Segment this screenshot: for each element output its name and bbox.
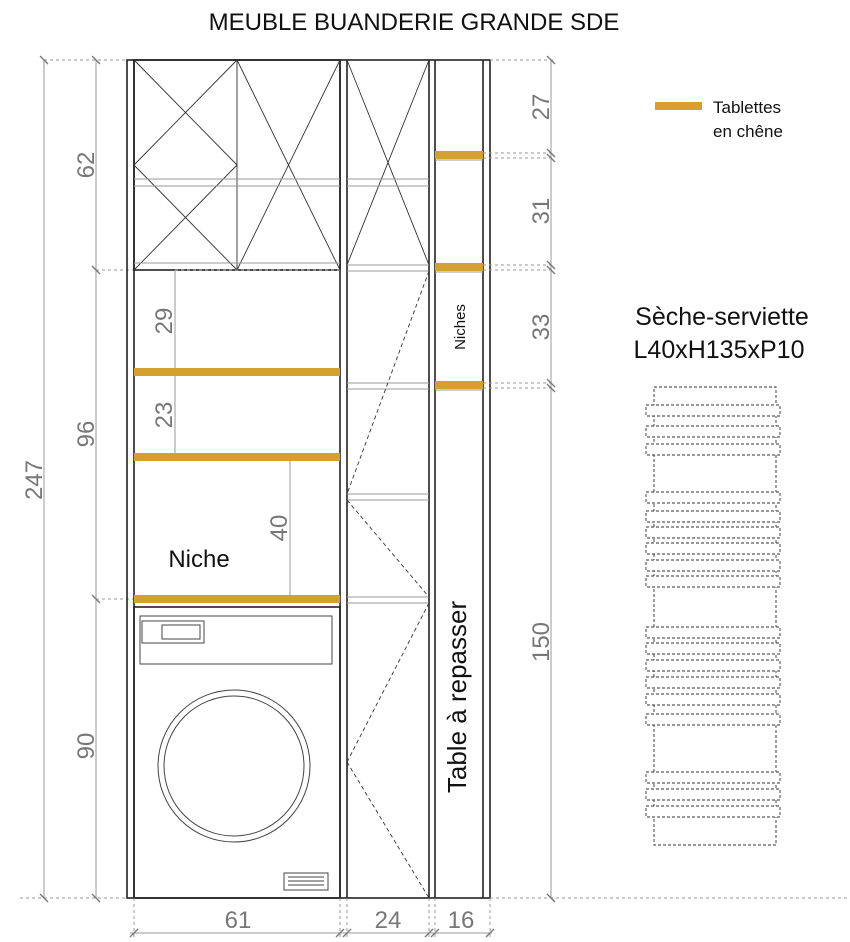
dim-gap-40: 40 [266,515,293,542]
radiator-bar [645,559,781,572]
dim-shelf-33: 33 [528,314,555,341]
ironing-board-label: Table à repasser [442,601,472,794]
radiator-bar [645,491,781,504]
radiator-bar [645,713,781,726]
radiator-bar [645,676,781,689]
upper-doors [133,59,341,271]
towel-dryer-size: L40xH135xP10 [634,336,805,364]
dim-width-61: 61 [225,907,252,934]
radiator-bar [645,526,781,539]
dim-total-height: 247 [21,460,48,500]
radiator-bar [645,575,781,588]
right-dimension-lines [483,55,850,903]
radiator-bar [645,642,781,655]
radiator-bar [645,404,781,417]
niches-label: Niches [452,304,469,350]
left-dimension-lines [20,55,135,903]
legend-label-line2: en chêne [713,122,783,141]
radiator-bar [645,805,781,818]
legend: Tablettes en chêne [655,98,783,141]
dim-width-16: 16 [448,907,475,934]
legend-label-line1: Tablettes [713,98,781,117]
bottom-dimension-lines [129,898,495,938]
drawing-title: MEUBLE BUANDERIE GRANDE SDE [209,9,620,36]
dim-width-24: 24 [375,907,402,934]
washing-machine [133,606,341,899]
dim-top-27: 27 [528,94,555,121]
dim-gap-29: 29 [151,308,178,335]
dim-ironing-150: 150 [528,622,555,662]
right-column [435,159,483,391]
radiator-bar [645,788,781,801]
radiator-bar [645,510,781,523]
radiator-bar [645,542,781,555]
dim-upper: 62 [73,152,100,179]
niche-label: Niche [168,546,229,573]
middle-column [346,59,430,899]
towel-dryer-title: Sèche-serviette [635,303,809,331]
towel-dryer-radiator [645,386,781,846]
oak-shelves [134,151,483,603]
dim-middle: 96 [73,421,100,448]
dim-gap-23: 23 [151,402,178,429]
radiator-bar [645,693,781,706]
dim-lower: 90 [73,733,100,760]
radiator-bar [645,659,781,672]
dim-shelf-31: 31 [528,198,555,225]
radiator-bar [645,425,781,438]
radiator-bar [645,443,781,456]
radiator-bar [645,771,781,784]
radiator-bar [645,626,781,639]
